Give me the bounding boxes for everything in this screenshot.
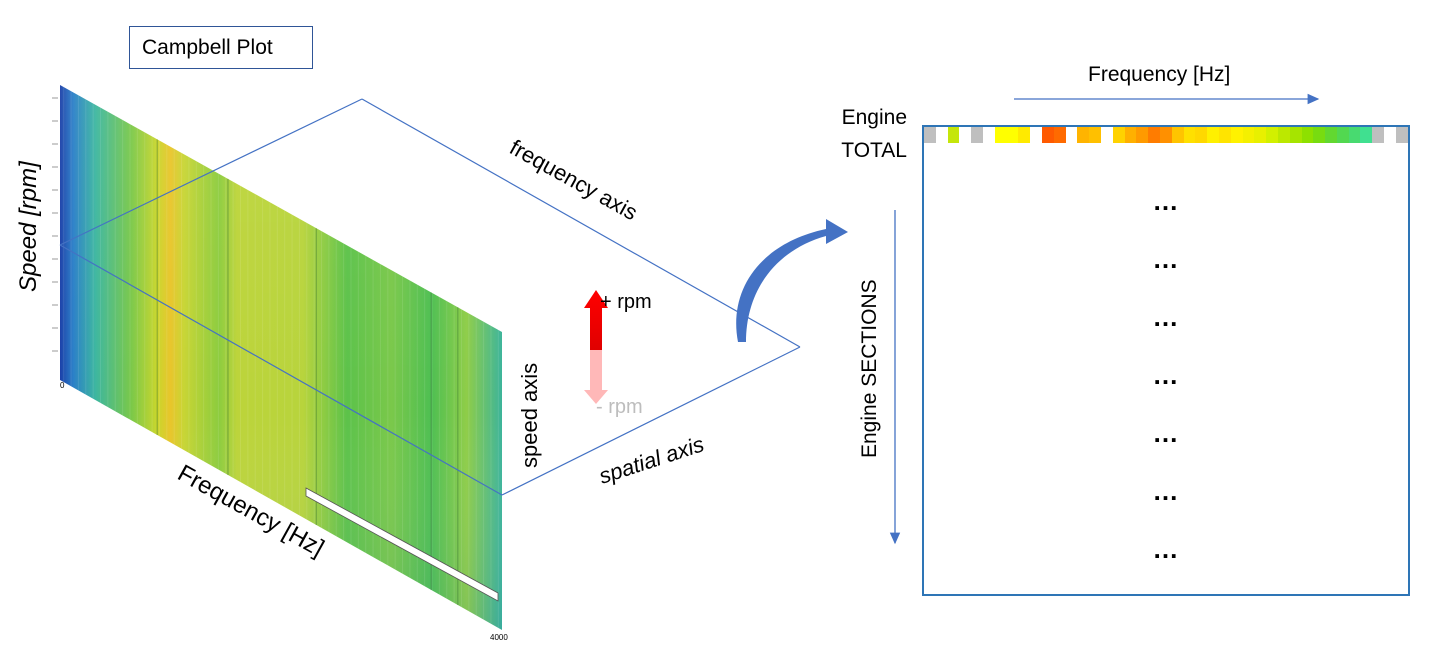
strip-cell [959, 127, 972, 143]
strip-cell [1372, 127, 1385, 143]
spectrogram-legend-box [305, 487, 499, 602]
strip-cell [1230, 127, 1243, 143]
strip-cell [1266, 127, 1278, 143]
section-row-placeholder: … [1152, 244, 1180, 274]
strip-cell [982, 127, 995, 143]
strip-cell [1289, 127, 1302, 143]
section-row-placeholder: … [1152, 418, 1180, 448]
frequency-axis-text: frequency axis [506, 135, 642, 226]
strip-cell [947, 127, 960, 143]
strip-cell [1254, 127, 1267, 143]
strip-cell [1077, 127, 1090, 143]
strip-cell [1384, 127, 1396, 143]
engine-total-line1: Engine [842, 106, 907, 129]
slice-plane [59, 98, 801, 496]
strip-cell [1136, 127, 1149, 143]
strip-cell [1395, 127, 1408, 143]
strip-cell [1313, 127, 1326, 143]
campbell-plot-title: Campbell Plot [129, 26, 313, 69]
strip-cell [1018, 127, 1031, 143]
strip-cell [1100, 127, 1113, 143]
strip-cell [1089, 127, 1101, 143]
right-frequency-label: Frequency [Hz] [1088, 63, 1230, 86]
plus-rpm-label: + rpm [600, 291, 652, 313]
strip-cell [1207, 127, 1219, 143]
strip-cell [1030, 127, 1042, 143]
speed-axis-label: Speed [rpm] [15, 160, 42, 292]
strip-cell [1006, 127, 1019, 143]
strip-cell [1195, 127, 1208, 143]
strip-cell [1277, 127, 1290, 143]
strip-cell [924, 127, 936, 143]
strip-cell [971, 127, 983, 143]
engine-total-line2: TOTAL [841, 139, 907, 162]
strip-cell [1218, 127, 1231, 143]
strip-cell [1053, 127, 1066, 143]
strip-cell [1242, 127, 1255, 143]
campbell-spectrogram [52, 85, 502, 630]
strip-cell [1301, 127, 1314, 143]
strip-cell [1336, 127, 1349, 143]
section-row-placeholder: … [1152, 360, 1180, 390]
strip-cell [1148, 127, 1160, 143]
engine-total-color-strip [924, 127, 1408, 143]
strip-cell [1360, 127, 1373, 143]
strip-cell [1112, 127, 1125, 143]
strip-cell [1325, 127, 1337, 143]
section-row-placeholder: … [1152, 302, 1180, 332]
strip-cell [1159, 127, 1172, 143]
section-row-placeholder: … [1152, 476, 1180, 506]
strip-cell [994, 127, 1007, 143]
engine-sections-label: Engine SECTIONS [858, 279, 881, 458]
strip-cell [1065, 127, 1078, 143]
curved-transfer-arrow [736, 219, 848, 342]
speed-axis-text: speed axis [517, 363, 542, 468]
strip-cell [1171, 127, 1184, 143]
section-row-placeholder: … [1152, 186, 1180, 216]
strip-cell [1041, 127, 1054, 143]
section-row-placeholder: … [1152, 534, 1180, 564]
strip-cell [1348, 127, 1361, 143]
engine-frequency-matrix: … … … … … … … [922, 125, 1410, 596]
strip-cell [1183, 127, 1196, 143]
minus-rpm-label: - rpm [596, 396, 643, 418]
rpm-direction-arrow [584, 290, 608, 404]
strip-cell [1124, 127, 1137, 143]
x-tick-end: 4000 [490, 633, 508, 642]
strip-cell [935, 127, 948, 143]
x-tick-start: 0 [60, 381, 65, 390]
